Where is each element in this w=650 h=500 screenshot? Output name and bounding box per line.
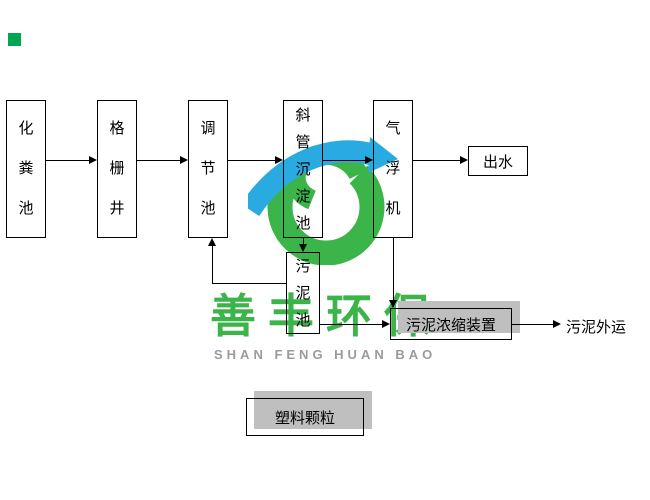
arrowhead-right-icon	[553, 320, 561, 328]
node-label: 调节池	[200, 120, 216, 217]
sludge-out-label: 污泥外运	[566, 319, 627, 336]
connector-regulating-to-sedimentation	[228, 160, 275, 161]
node-label: 出水	[482, 153, 513, 171]
node-air-flotation-machine: 气浮机	[373, 100, 413, 238]
connector-airflotation-to-thickener	[393, 238, 394, 300]
node-label: 格栅井	[109, 120, 125, 217]
node-label: 化粪池	[18, 120, 34, 217]
node-label: 污泥池	[295, 257, 311, 329]
node-effluent: 出水	[468, 146, 528, 176]
corner-green-square	[8, 33, 21, 46]
arrowhead-right-icon	[275, 156, 283, 164]
arrowhead-up-icon	[208, 238, 216, 246]
node-plastic-granules: 塑料颗粒	[246, 398, 364, 436]
connector-septic-to-grid	[46, 160, 89, 161]
node-septic-tank: 化粪池	[6, 100, 46, 238]
connector-sludgetank-to-thickener	[320, 324, 382, 325]
node-label: 气浮机	[385, 120, 401, 217]
watermark-en-text: SHAN FENG HUAN BAO	[214, 347, 437, 362]
connector-sludgetank-return-vertical	[212, 246, 213, 284]
arrowhead-down-icon	[389, 300, 397, 308]
node-regulating-tank: 调节池	[188, 100, 228, 238]
connector-sedimentation-to-sludgetank	[303, 238, 304, 244]
node-label: 塑料颗粒	[274, 409, 335, 427]
node-inclined-tube-sedimentation-tank: 斜管沉淀池	[283, 100, 323, 238]
thickener-box-shadow	[398, 301, 520, 333]
arrowhead-right-icon	[460, 156, 468, 164]
arrowhead-right-icon	[382, 320, 390, 328]
arrowhead-right-icon	[180, 156, 188, 164]
connector-sludgetank-return-horizontal	[212, 283, 286, 284]
arrowhead-right-icon	[365, 156, 373, 164]
arrowhead-down-icon	[299, 244, 307, 252]
plastic-box-shadow	[254, 391, 372, 429]
node-label: 斜管沉淀池	[295, 106, 311, 232]
arrowhead-right-icon	[89, 156, 97, 164]
node-label: 污泥浓缩装置	[405, 316, 496, 334]
connector-sedimentation-to-airflotation	[323, 160, 365, 161]
node-sludge-tank: 污泥池	[286, 252, 320, 334]
node-grid-well: 格栅井	[97, 100, 137, 238]
connector-grid-to-regulating	[137, 160, 180, 161]
node-sludge-thickening-device: 污泥浓缩装置	[390, 308, 512, 340]
connector-airflotation-to-effluent	[413, 160, 460, 161]
connector-thickener-to-out	[512, 324, 553, 325]
